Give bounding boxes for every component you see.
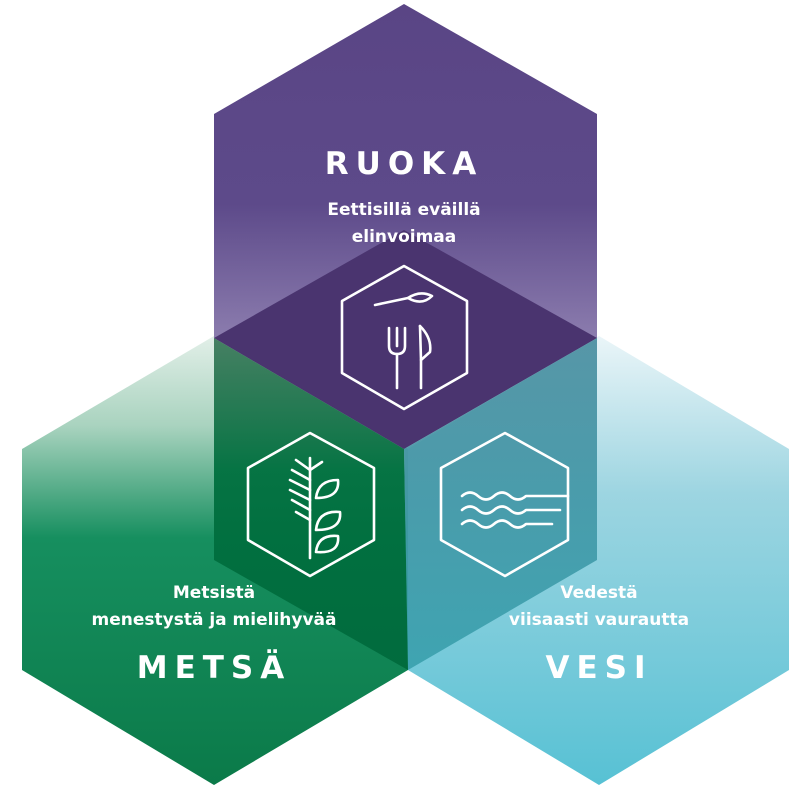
metsa-title: METSÄ bbox=[137, 650, 292, 686]
cutlery-icon bbox=[340, 264, 469, 411]
ruoka-subtitle-line2: elinvoimaa bbox=[352, 227, 457, 247]
metsa-subtitle-line2: menestystä ja mielihyvää bbox=[92, 610, 337, 630]
ruoka-subtitle-line1: Eettisillä eväillä bbox=[327, 200, 480, 220]
wheat-leaf-icon bbox=[246, 431, 376, 578]
waves-icon bbox=[439, 431, 570, 578]
metsa-subtitle-line1: Metsistä bbox=[173, 583, 255, 603]
ruoka-title: RUOKA bbox=[325, 146, 483, 182]
vesi-subtitle-line2: viisaasti vaurautta bbox=[509, 610, 689, 630]
vesi-subtitle-line1: Vedestä bbox=[560, 583, 637, 603]
vesi-ruoka-overlap bbox=[404, 338, 597, 670]
vesi-title: VESI bbox=[545, 650, 652, 686]
